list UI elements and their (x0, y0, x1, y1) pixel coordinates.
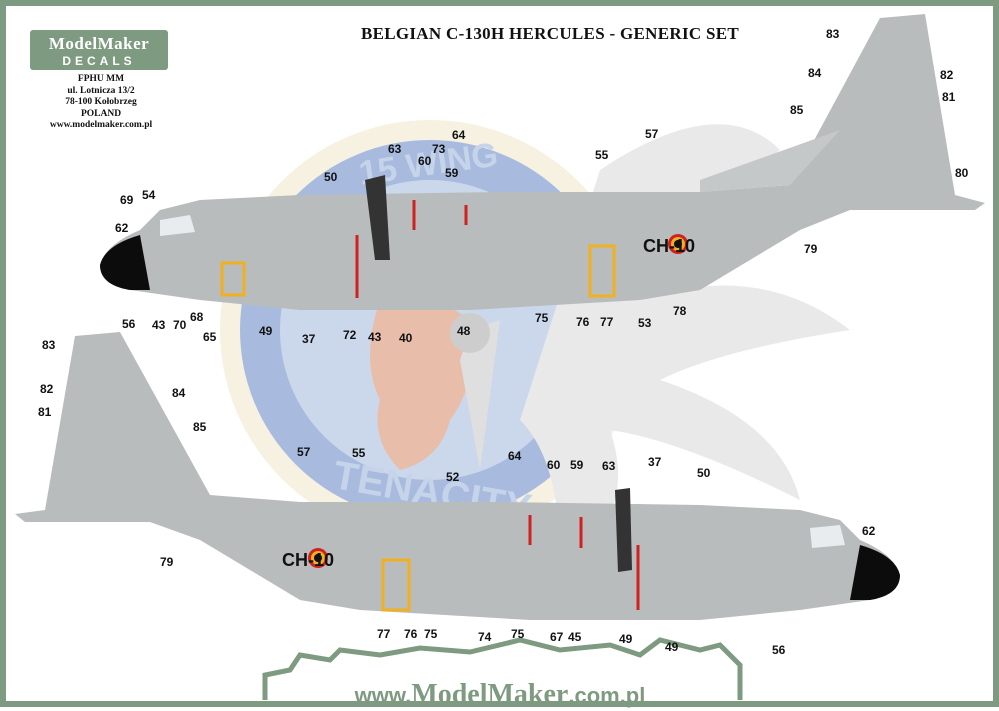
callout: 80 (955, 166, 969, 180)
callout: 43 (152, 318, 166, 332)
aircraft-left-side: CH-10 (100, 14, 985, 310)
callout: 57 (297, 445, 311, 459)
footer-url-brand: ModelMaker (411, 679, 569, 710)
callout: 55 (595, 148, 609, 162)
callout: 63 (388, 142, 402, 156)
callout: 37 (648, 455, 662, 469)
callout: 40 (399, 331, 413, 345)
callout: 53 (638, 316, 652, 330)
footer-url-post: .com.pl (568, 683, 646, 708)
bottom-registration: CH-10 (282, 550, 334, 570)
callout: 68 (190, 310, 204, 324)
callout: 74 (478, 630, 492, 644)
nose-radome-2 (850, 545, 900, 600)
callout: 85 (193, 420, 207, 434)
callout: 62 (862, 524, 876, 538)
callout: 62 (115, 221, 129, 235)
callout: 59 (445, 166, 459, 180)
callout: 69 (120, 193, 134, 207)
callout: 65 (203, 330, 217, 344)
callout: 45 (568, 630, 582, 644)
callout: 55 (352, 446, 366, 460)
callout: 75 (535, 311, 549, 325)
callout: 76 (576, 315, 590, 329)
callout: 81 (942, 90, 956, 104)
callout: 56 (122, 317, 136, 331)
callout: 48 (457, 324, 471, 338)
callout: 79 (160, 555, 174, 569)
callout: 64 (508, 449, 522, 463)
callout: 64 (452, 128, 466, 142)
address-line: ul. Lotnicza 13/2 (67, 85, 135, 96)
callout: 84 (172, 386, 186, 400)
callout: 81 (38, 405, 52, 419)
address-line: 78-100 Kołobrzeg (65, 97, 137, 107)
address-line: POLAND (80, 108, 122, 119)
callout: 77 (600, 315, 614, 329)
top-registration: CH-10 (643, 236, 695, 256)
callout: 49 (259, 324, 273, 338)
callout: 60 (547, 458, 561, 472)
callout: 79 (804, 242, 818, 256)
brand-name: ModelMaker (48, 34, 150, 53)
yellow-panel (220, 261, 246, 297)
callout: 49 (665, 640, 679, 654)
callout: 75 (424, 627, 438, 641)
callout: 50 (324, 170, 338, 184)
callout: 85 (790, 103, 804, 117)
callout: 82 (940, 68, 954, 82)
brand-sub: DECALS (62, 54, 136, 68)
callout: 56 (772, 643, 786, 657)
address-line: www.modelmaker.com.pl (49, 120, 153, 130)
callout: 72 (343, 328, 357, 342)
callout: 63 (602, 459, 616, 473)
callout: 83 (826, 27, 840, 41)
callout: 37 (302, 332, 316, 346)
callout: 67 (550, 630, 564, 644)
callout: 77 (377, 627, 391, 641)
callout: 54 (142, 188, 156, 202)
footer-url-pre: www. (354, 683, 412, 708)
callout: 73 (432, 142, 446, 156)
callout: 57 (645, 127, 659, 141)
callout: 76 (404, 627, 418, 641)
callout: 43 (368, 330, 382, 344)
callout: 59 (570, 458, 584, 472)
callout: 60 (418, 154, 432, 168)
callout: 82 (40, 382, 54, 396)
callout: 49 (619, 632, 633, 646)
sheet-title: BELGIAN C-130H HERCULES - GENERIC SET (360, 24, 740, 43)
aircraft-right-side: CH-10 (15, 332, 900, 620)
callout: 50 (697, 466, 711, 480)
address-block: FPHU MM ul. Lotnicza 13/2 78-100 Kołobrz… (22, 74, 180, 132)
callout: 75 (511, 627, 525, 641)
footer-website[interactable]: www.ModelMaker.com.pl (300, 679, 700, 711)
callout: 70 (173, 318, 187, 332)
nose-radome (100, 235, 150, 290)
callout: 84 (808, 66, 822, 80)
callout: 52 (446, 470, 460, 484)
callout: 83 (42, 338, 56, 352)
yellow-door (588, 244, 616, 298)
callout: 78 (673, 304, 687, 318)
address-line: FPHU MM (77, 74, 125, 84)
footer-castle (262, 637, 743, 700)
